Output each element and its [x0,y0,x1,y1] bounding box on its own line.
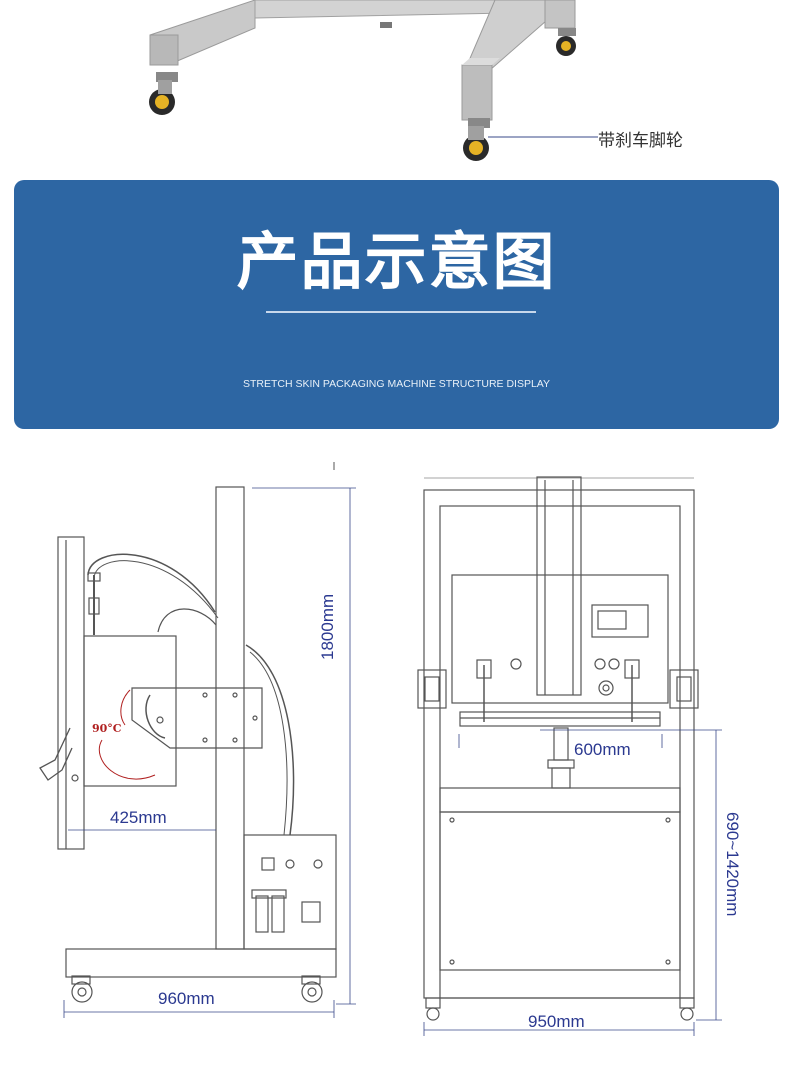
technical-drawing [39,462,722,1036]
side-depth-dimension-label: 425mm [110,808,167,827]
caster-left [149,72,178,115]
caster-callout-label: 带刹车脚轮 [598,131,683,151]
plate-width-dimension-label: 600mm [574,740,631,759]
side-width-dimension-label: 960mm [158,989,215,1008]
banner-subtitle: STRETCH SKIN PACKAGING MACHINE STRUCTURE… [242,378,551,390]
front-width-dimension-label: 950mm [528,1012,585,1031]
height-dimension-label: 1800mm [318,593,337,660]
caster-braked [463,118,490,161]
banner-divider [266,311,536,313]
side-view [39,462,356,1018]
front-view [417,476,722,1036]
machine-stand-photo [149,0,598,161]
stroke-range-dimension-label: 690~1420mm [723,812,742,917]
title-banner: 产品示意图 STRETCH SKIN PACKAGING MACHINE STR… [14,180,779,429]
caster-right-back [556,28,576,56]
angle-label: 90°C [92,722,122,735]
banner-title: 产品示意图 [236,225,557,298]
